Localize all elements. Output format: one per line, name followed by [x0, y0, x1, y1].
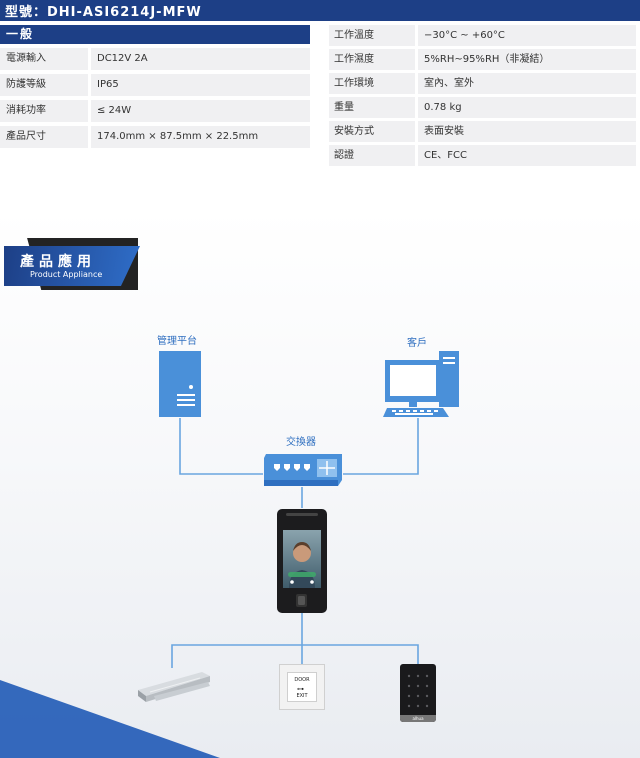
general-section-title: 一般: [0, 25, 310, 44]
application-title: 產品應用: [20, 254, 96, 270]
server-tower-icon: [159, 351, 201, 417]
spec-value: ≤ 24W: [91, 100, 310, 122]
spec-row: 認證 CE、FCC: [329, 145, 636, 166]
spec-value: CE、FCC: [418, 145, 636, 166]
general-spec-table: 一般 電源輸入 DC12V 2A 防護等級 IP65 消耗功率 ≤ 24W 產品…: [0, 25, 310, 148]
spec-row: 電源輸入 DC12V 2A: [0, 48, 310, 70]
spec-key: 電源輸入: [0, 48, 88, 70]
key-icon: ⊶: [297, 685, 304, 693]
spec-key: 產品尺寸: [0, 126, 88, 148]
spec-row: 產品尺寸 174.0mm × 87.5mm × 22.5mm: [0, 126, 310, 148]
face-recognition-terminal-icon: [277, 509, 327, 613]
client-computer-icon: [383, 351, 459, 417]
switch-label: 交換器: [286, 437, 316, 448]
model-label: 型號：DHI-ASI6214J-MFW: [5, 5, 202, 20]
spec-row: 工作濕度 5%RH~95%RH（非凝結）: [329, 49, 636, 70]
client-switch-line: [343, 418, 419, 475]
spec-value: 5%RH~95%RH（非凝結）: [418, 49, 636, 70]
application-banner: [4, 246, 140, 286]
spec-value: 0.78 kg: [418, 97, 636, 118]
environment-spec-table: 工作溫度 −30°C ~ +60°C 工作濕度 5%RH~95%RH（非凝結） …: [329, 25, 636, 169]
spec-key: 工作環境: [329, 73, 415, 94]
spec-row: 安裝方式 表面安裝: [329, 121, 636, 142]
spec-row: 工作環境 室內、室外: [329, 73, 636, 94]
spec-row: 重量 0.78 kg: [329, 97, 636, 118]
spec-key: 安裝方式: [329, 121, 415, 142]
spec-key: 重量: [329, 97, 415, 118]
spec-row: 消耗功率 ≤ 24W: [0, 100, 310, 122]
server-switch-line: [179, 418, 263, 475]
exit-button-exit-text: EXIT: [296, 693, 308, 699]
exit-button-face: DOOR ⊶ EXIT: [287, 672, 317, 702]
client-label: 客戶: [407, 338, 427, 349]
model-bar: 型號：DHI-ASI6214J-MFW: [0, 0, 640, 21]
exit-button-door-text: DOOR: [294, 677, 310, 683]
spec-key: 消耗功率: [0, 100, 88, 122]
spec-value: 室內、室外: [418, 73, 636, 94]
magnetic-lock-icon: [138, 672, 210, 702]
spec-value: 表面安裝: [418, 121, 636, 142]
application-subtitle: Product Appliance: [30, 270, 103, 279]
spec-key: 工作溫度: [329, 25, 415, 46]
spec-row: 防護等級 IP65: [0, 74, 310, 96]
spec-value: 174.0mm × 87.5mm × 22.5mm: [91, 126, 310, 148]
card-reader-keypad: [405, 672, 431, 712]
network-switch-icon: [264, 454, 342, 486]
peripheral-bus-line: [171, 644, 419, 668]
spec-key: 工作濕度: [329, 49, 415, 70]
spec-value: DC12V 2A: [91, 48, 310, 70]
spec-key: 認證: [329, 145, 415, 166]
spec-value: IP65: [91, 74, 310, 96]
card-reader-brand-strip: alhua: [400, 715, 436, 722]
spec-value: −30°C ~ +60°C: [418, 25, 636, 46]
spec-row: 工作溫度 −30°C ~ +60°C: [329, 25, 636, 46]
server-label: 管理平台: [157, 336, 197, 347]
spec-key: 防護等級: [0, 74, 88, 96]
card-reader-icon: alhua: [400, 664, 436, 722]
exit-button-plate: DOOR ⊶ EXIT: [279, 664, 325, 710]
card-reader-brand: alhua: [412, 716, 424, 721]
